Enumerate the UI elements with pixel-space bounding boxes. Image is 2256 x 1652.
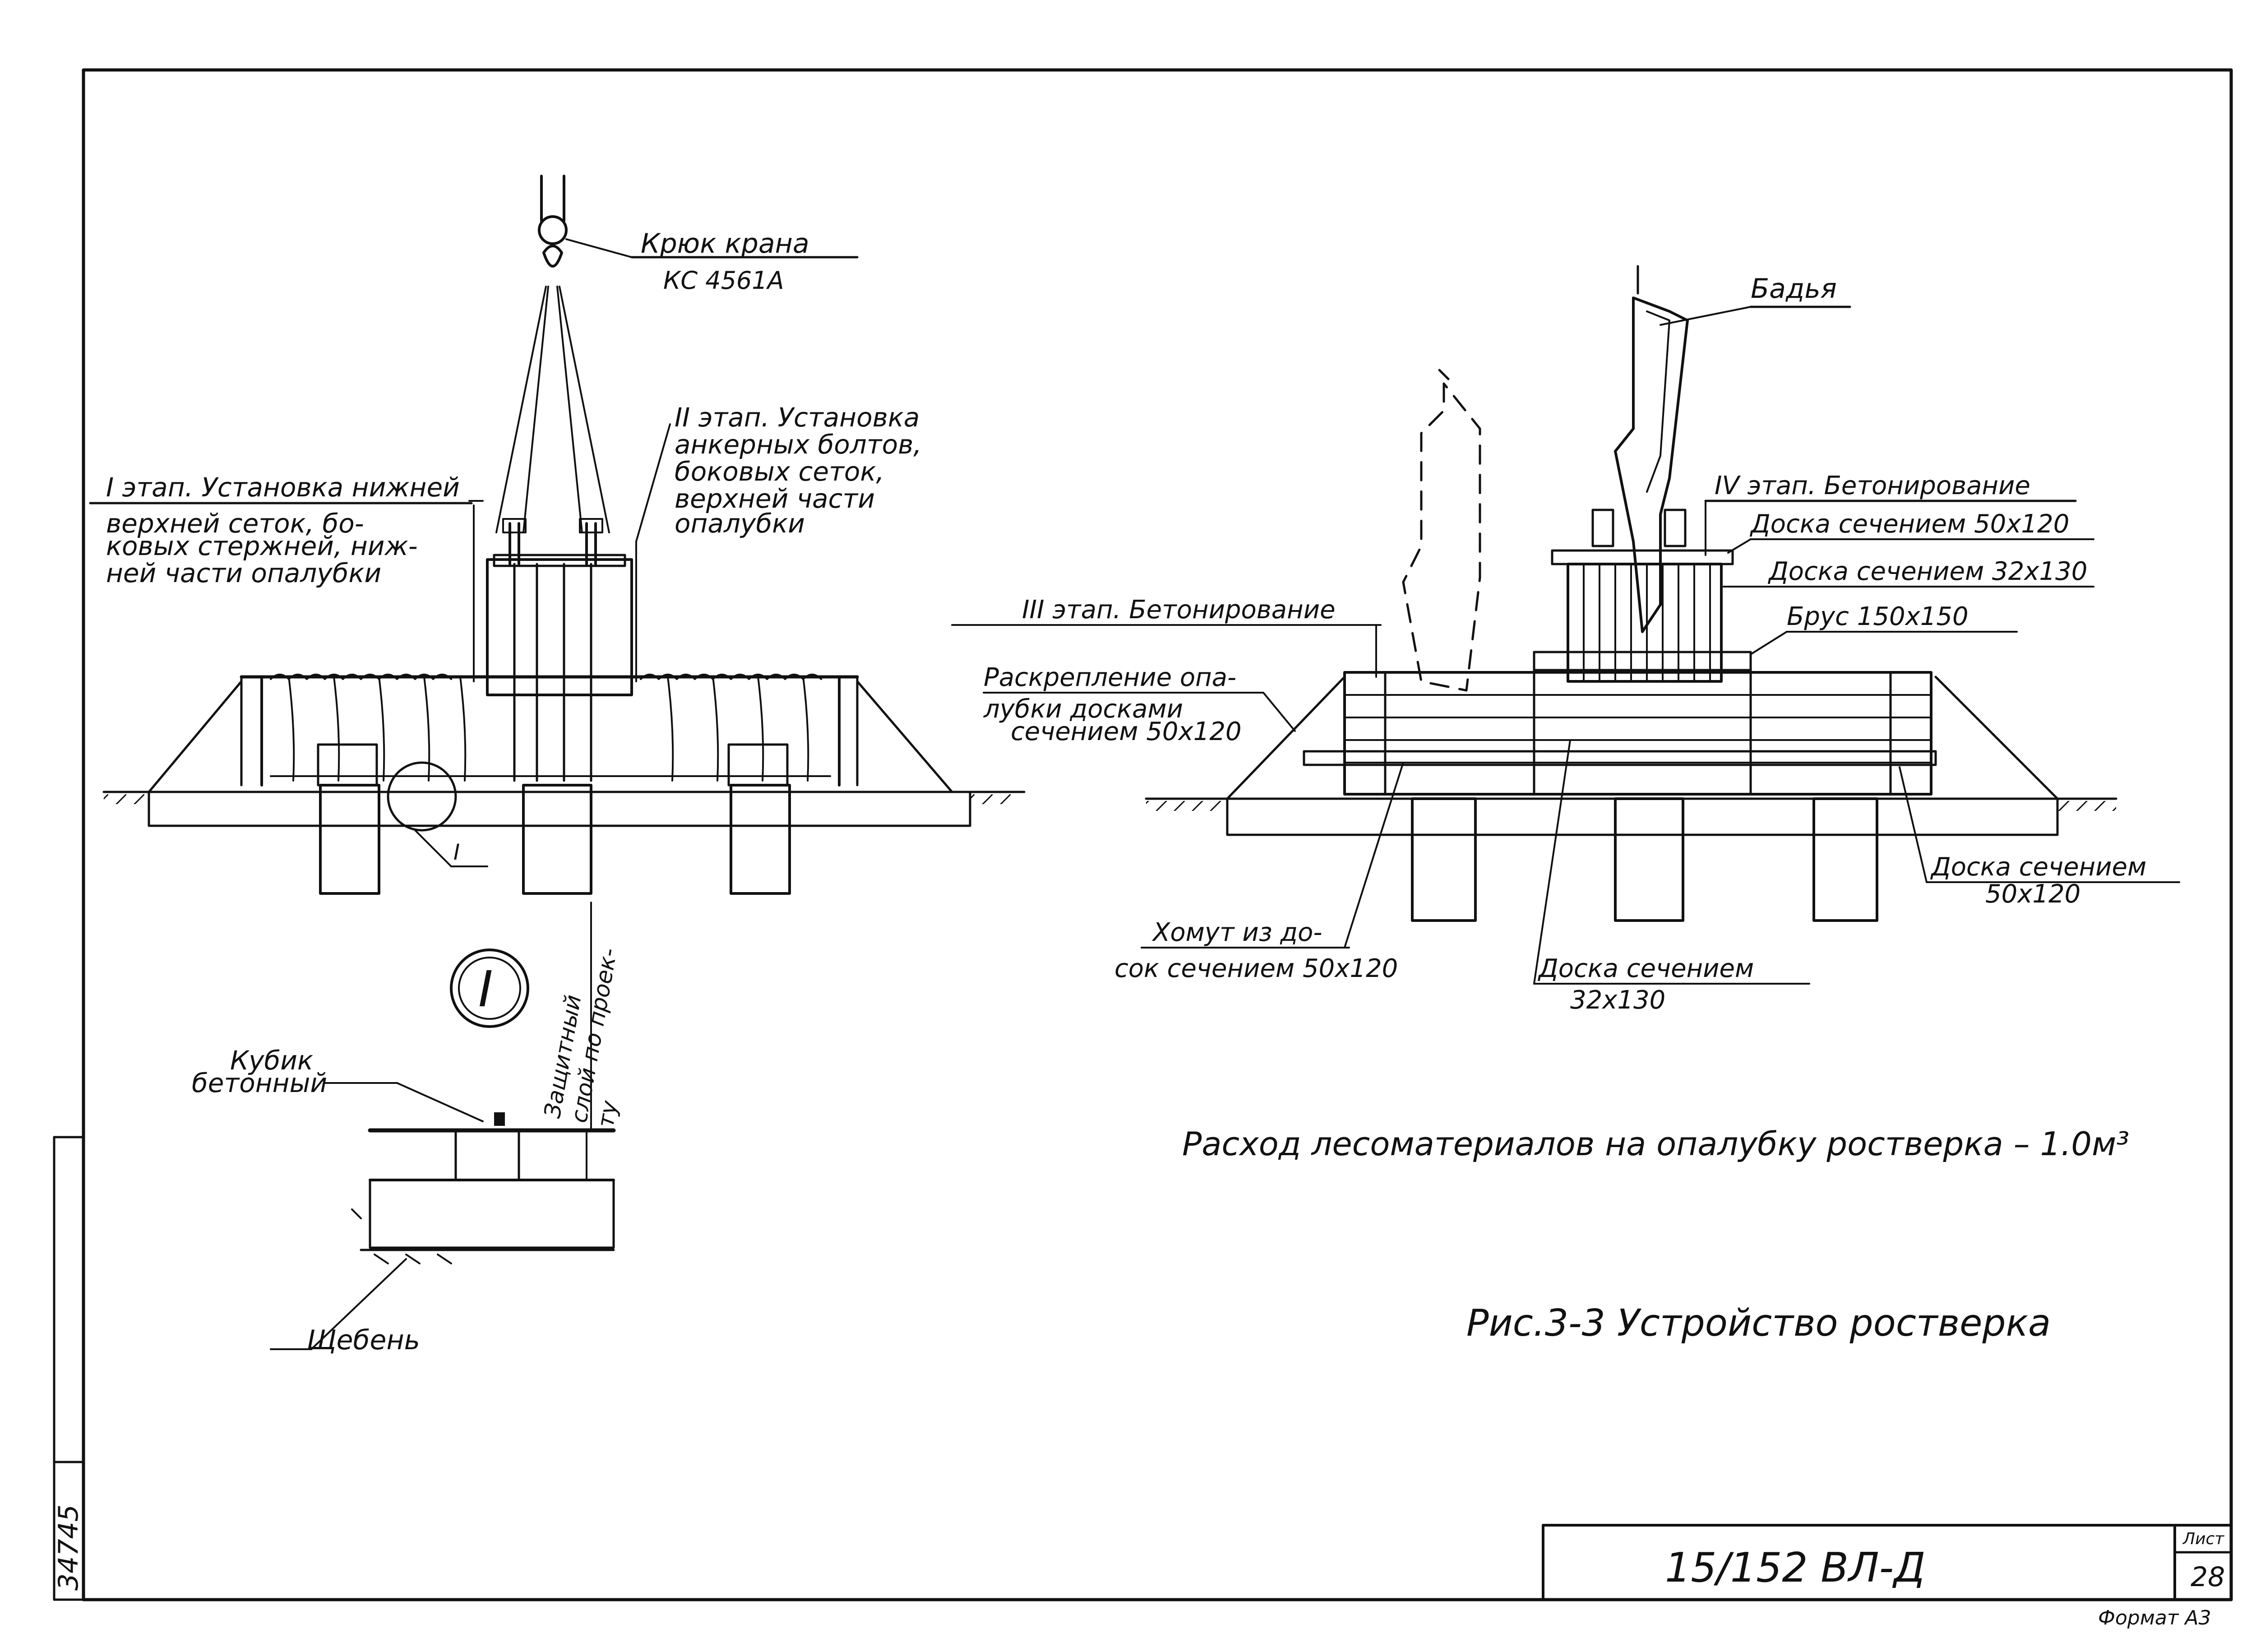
svg-text:Доска сечением 32х130: Доска сечением 32х130: [1537, 954, 1762, 1015]
svg-text:Защитный слой по проек-: Защитный слой по проек- ту: [539, 935, 650, 1129]
bottom-board-line-2: 32х130: [1570, 986, 1665, 1015]
side-board-line-2: 50х120: [1985, 879, 2080, 909]
right-view: Бадья IV этап. Бетонирование: [951, 265, 2180, 1015]
sheet-frame: [53, 68, 2233, 1601]
title-block: 15/152 ВЛ-Д Лист 28 Формат А3 34745: [53, 1504, 2233, 1629]
stage2-line-4: верхней части: [675, 483, 875, 514]
stage1-line-4: ней части опалубки: [106, 558, 381, 588]
stage1-line-1: I этап. Установка нижней: [106, 472, 460, 503]
hook-model: КС 4561А: [663, 266, 784, 295]
callout-mark: I: [453, 840, 460, 865]
sheet-label: Лист: [2182, 1530, 2224, 1548]
bracing-line-3: сечением 50х120: [1011, 717, 1242, 746]
bracing-line-2: лубки досками: [983, 694, 1183, 724]
left-view: Крюк крана КС 4561А: [89, 175, 1026, 895]
detail-marker: [450, 949, 529, 1028]
stage2-line-1: II этап. Установка: [675, 402, 920, 433]
side-number: 34745: [53, 1504, 84, 1591]
svg-text:Доска сечением 50х120: Доска сечением 50х120: [1930, 852, 2154, 909]
board-50x120-label: Доска сечением 50х120: [1749, 509, 2069, 539]
beam-label: Брус 150х150: [1787, 602, 1969, 631]
stage2-line-3: боковых сеток,: [675, 456, 884, 487]
cube-label: Кубик: [230, 1045, 313, 1076]
sheet-number: 28: [2191, 1561, 2225, 1593]
side-board-line-1: Доска сечением: [1930, 852, 2146, 882]
figure-caption: Рис.3-3 Устройство ростверка: [1466, 1302, 2051, 1345]
stage3-label: III этап. Бетонирование: [1022, 595, 1336, 625]
bottom-board-line-1: Доска сечением: [1537, 954, 1754, 983]
stage1-line-2: верхней сеток, бо-: [106, 508, 364, 539]
svg-text:Хомут из до- сок сечение: Хомут из до- сок сечением 50х120: [1114, 918, 1398, 983]
hook-label: Крюк крана: [641, 228, 809, 259]
drawing-code: 15/152 ВЛ-Д: [1665, 1544, 1925, 1592]
stage4-label: IV этап. Бетонирование: [1715, 471, 2030, 500]
bracing-line-1: Раскрепление опа-: [984, 663, 1236, 692]
board-32x130-label: Доска сечением 32х130: [1767, 557, 2087, 586]
detail-view: I Кубик бетонный Защитный слой по проек-…: [192, 902, 650, 1356]
gravel-label: Щебень: [307, 1324, 420, 1356]
svg-text:I этап. Установка нижней: I этап. Установка нижней верхней сеток, …: [106, 472, 468, 588]
cube-label-2: бетонный: [192, 1068, 327, 1098]
svg-text:II этап. Установка анкер: II этап. Установка анкерных болтов, боко…: [675, 402, 930, 539]
stage1-line-3: ковых стержней, ниж-: [106, 531, 418, 561]
format-label: Формат А3: [2098, 1606, 2211, 1629]
clamp-line-2: сок сечением 50х120: [1114, 954, 1398, 983]
svg-text:Раскрепление опа- лубки: Раскрепление опа- лубки досками сечением…: [983, 663, 1244, 746]
stage2-line-2: анкерных болтов,: [675, 429, 922, 460]
clamp-line-1: Хомут из до-: [1151, 918, 1322, 947]
detail-marker-text: I: [478, 960, 493, 1018]
stage2-line-5: опалубки: [675, 508, 805, 539]
bucket-label: Бадья: [1751, 273, 1837, 305]
crane-hook-icon: [538, 215, 568, 245]
cover-line-3: ту: [592, 1098, 623, 1129]
consumption-note: Расход лесоматериалов на опалубку ростве…: [1182, 1125, 2129, 1163]
